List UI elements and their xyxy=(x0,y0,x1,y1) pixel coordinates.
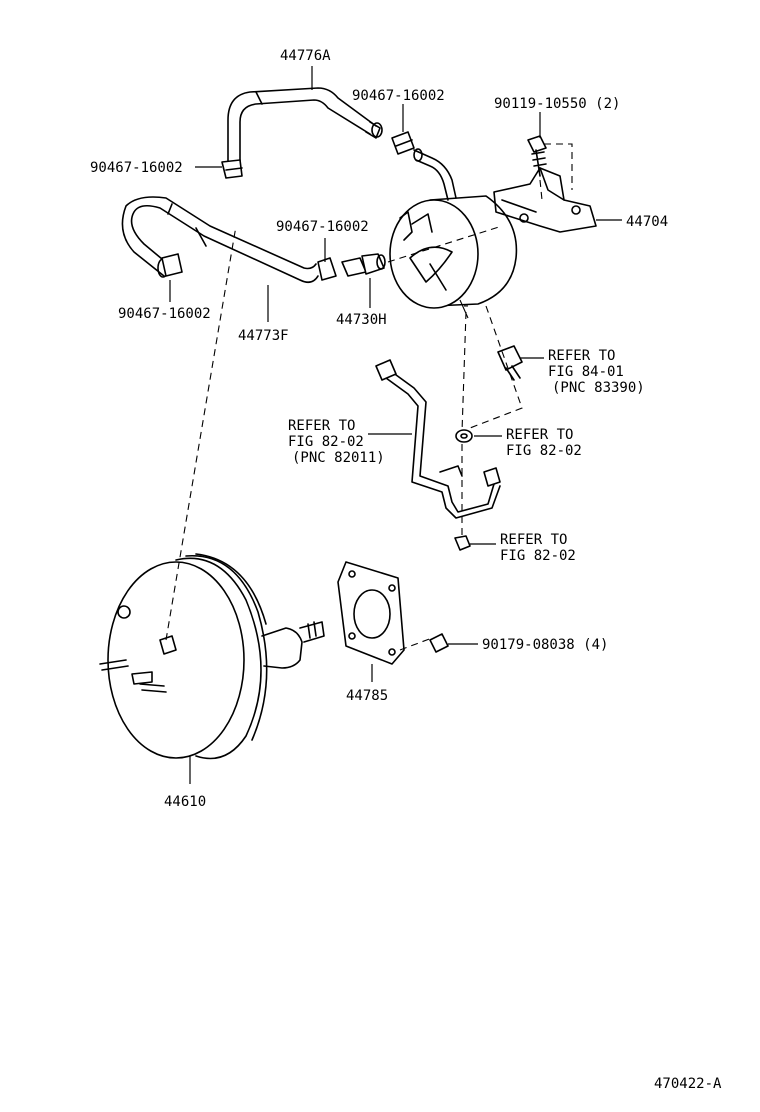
label-hose-upper: 44776A xyxy=(280,48,331,64)
washer[interactable] xyxy=(455,429,473,443)
hose-clip-upper-right[interactable] xyxy=(391,131,415,155)
vacuum-switch[interactable] xyxy=(497,345,523,381)
brake-booster[interactable] xyxy=(99,553,325,760)
hose-clip-upper-left[interactable] xyxy=(221,159,243,179)
vacuum-hose-upper[interactable] xyxy=(227,87,383,166)
vacuum-pipe-assembly[interactable] xyxy=(375,359,501,519)
label-check-valve: 44730H xyxy=(336,312,387,328)
label-refer-84-line3: (PNC 83390) xyxy=(552,380,645,396)
booster-nut[interactable] xyxy=(429,633,449,653)
label-booster-nut: 90179-08038 (4) xyxy=(482,637,608,653)
vacuum-hose-lower[interactable] xyxy=(121,196,319,284)
label-refer-82-left-line1: REFER TO xyxy=(288,418,355,434)
label-refer-82-left-line3: (PNC 82011) xyxy=(292,450,385,466)
hose-clip-lower-left[interactable] xyxy=(161,253,183,277)
canister-bracket[interactable] xyxy=(493,167,597,233)
label-refer-82-nut-line2: FIG 82-02 xyxy=(500,548,576,564)
vacuum-canister[interactable] xyxy=(389,195,518,319)
label-clip-mid: 90467-16002 xyxy=(276,219,369,235)
label-clip-upper-left: 90467-16002 xyxy=(90,160,183,176)
vacuum-pipe-stub xyxy=(413,148,457,201)
label-gasket: 44785 xyxy=(346,688,388,704)
union-nut[interactable] xyxy=(454,535,471,551)
label-refer-84-line1: REFER TO xyxy=(548,348,615,364)
label-hose-lower: 44773F xyxy=(238,328,289,344)
label-refer-82-nut-line1: REFER TO xyxy=(500,532,567,548)
label-clip-upper-right: 90467-16002 xyxy=(352,88,445,104)
label-clip-lower-left: 90467-16002 xyxy=(118,306,211,322)
label-booster: 44610 xyxy=(164,794,206,810)
booster-gasket[interactable] xyxy=(337,561,405,665)
bracket-bolt[interactable] xyxy=(527,135,547,177)
label-refer-82-washer-line2: FIG 82-02 xyxy=(506,443,582,459)
label-refer-84-line2: FIG 84-01 xyxy=(548,364,624,380)
check-valve[interactable] xyxy=(341,253,386,277)
label-refer-82-left-line2: FIG 82-02 xyxy=(288,434,364,450)
hose-clip-mid[interactable] xyxy=(317,257,337,281)
figure-code: 470422-A xyxy=(654,1076,722,1092)
label-bracket: 44704 xyxy=(626,214,668,230)
label-bolt-bracket: 90119-10550 (2) xyxy=(494,96,620,112)
label-refer-82-washer-line1: REFER TO xyxy=(506,427,573,443)
leader-lines xyxy=(169,66,622,784)
